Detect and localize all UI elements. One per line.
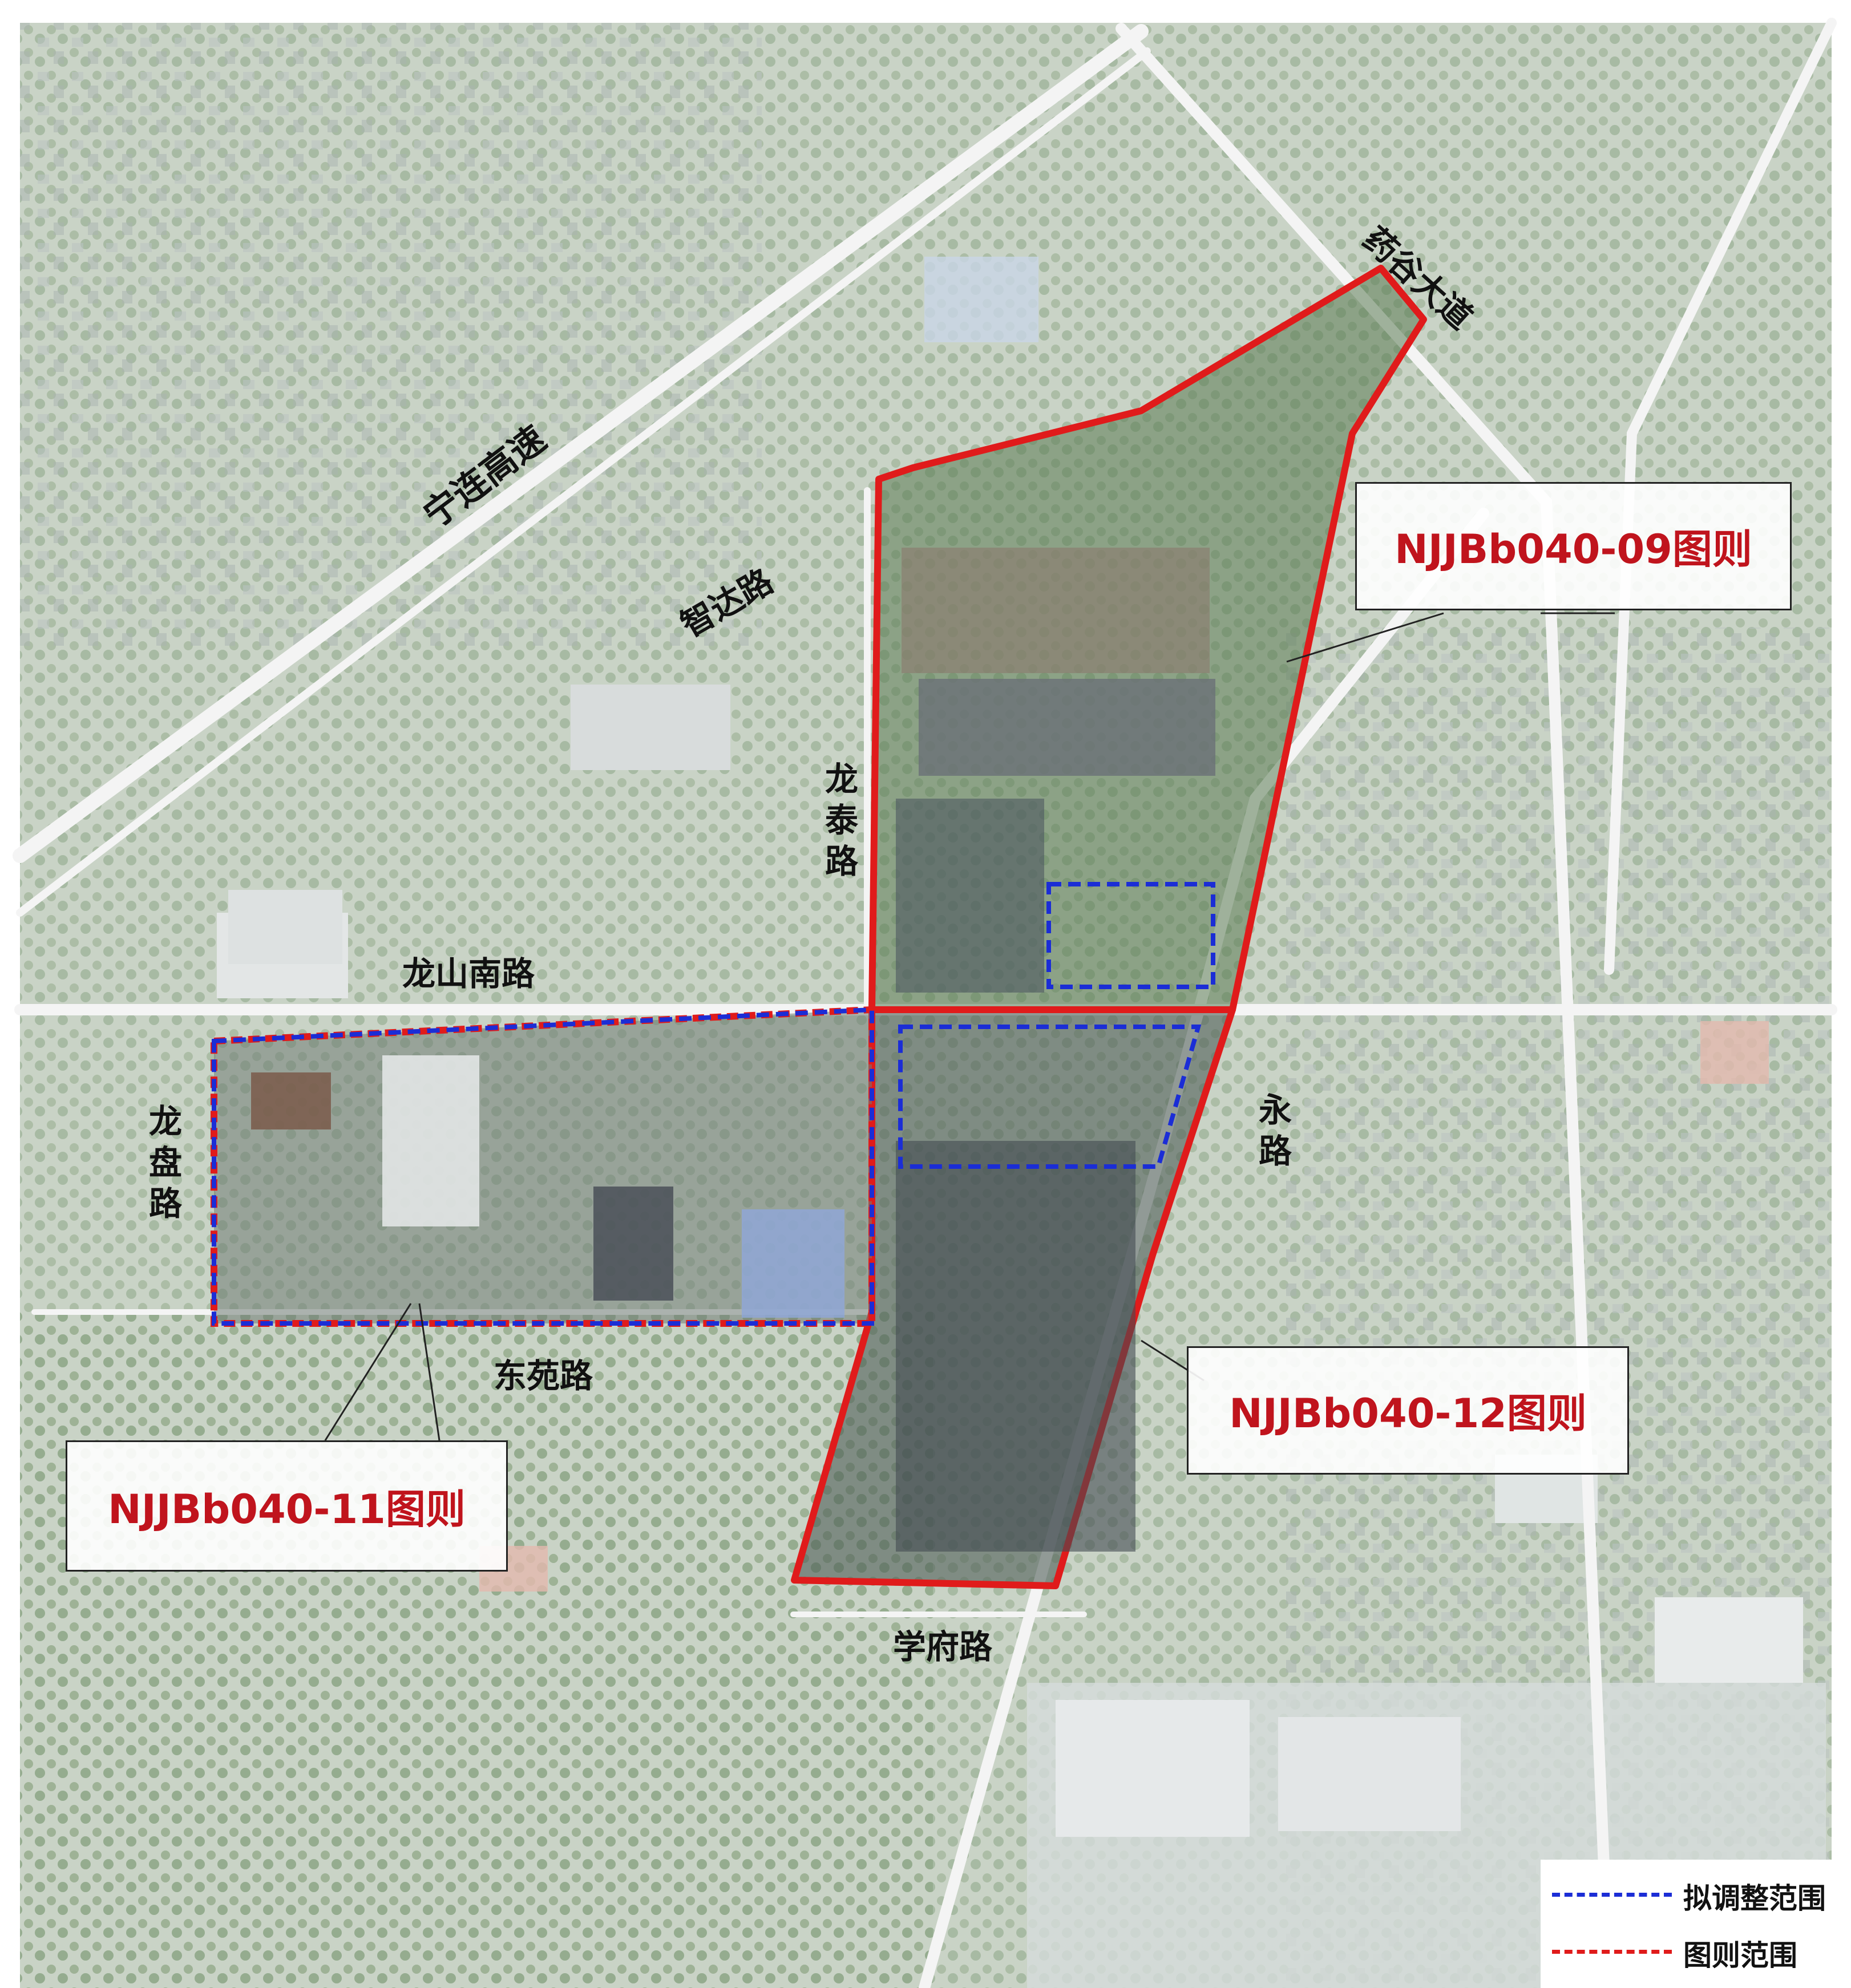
warehouse-block <box>1278 1717 1461 1831</box>
legend-label-plan: 图则范围 <box>1683 1939 1797 1972</box>
road-label-longshan-south: 龙山南路 <box>402 954 535 993</box>
legend-red-dashed-line <box>1552 1950 1672 1954</box>
ninglian-expressway <box>13 24 1149 863</box>
running-track <box>1700 1021 1769 1084</box>
warehouse-block <box>1655 1597 1803 1683</box>
east-road <box>1604 18 1837 975</box>
factory-block <box>228 890 342 964</box>
legend-label-adjust: 拟调整范围 <box>1683 1882 1826 1915</box>
brown-roof-building <box>251 1072 331 1129</box>
leader-11-a <box>324 1303 412 1441</box>
warehouse-block <box>1056 1700 1250 1837</box>
legend-blue-dashed-line <box>1552 1893 1672 1897</box>
adjust-range-central <box>898 1025 1202 1169</box>
urban-block-texture-nw <box>20 23 762 650</box>
callout-plan-09: NJJBb040-09图则 <box>1355 482 1792 610</box>
legend-row-plan: 图则范围 <box>1541 1928 1851 1974</box>
road-label-dongyuan: 东苑路 <box>494 1357 593 1395</box>
callout-plan-11-text: NJJBb040-11图则 <box>108 1485 466 1533</box>
road-label-xuefu: 学府路 <box>893 1627 993 1666</box>
factory-block <box>571 685 730 770</box>
legend-row-adjust: 拟调整范围 <box>1541 1871 1851 1917</box>
callout-plan-12-text: NJJBb040-12图则 <box>1229 1390 1587 1437</box>
industrial-yard <box>902 548 1210 673</box>
road-label-yong: 永路 <box>1258 1091 1292 1171</box>
callout-plan-11: NJJBb040-11图则 <box>66 1440 508 1572</box>
vegetation-texture-sw <box>20 1312 933 1988</box>
adjust-range-west <box>212 1007 874 1326</box>
road-label-longtai: 龙泰路 <box>825 760 858 881</box>
expressway-side-road <box>16 47 1151 917</box>
residential-blocks <box>896 1141 1135 1552</box>
road-label-longpan: 龙盘路 <box>148 1102 182 1223</box>
residential-blocks <box>896 799 1044 993</box>
solar-roof-building <box>742 1209 844 1318</box>
white-roof-building <box>382 1055 479 1226</box>
adjust-range-north <box>1046 882 1215 989</box>
leader-09 <box>1286 612 1444 663</box>
callout-plan-12: NJJBb040-12图则 <box>1187 1346 1629 1475</box>
factory-hall <box>919 679 1215 776</box>
map-legend: 拟调整范围 图则范围 <box>1541 1860 1851 1988</box>
blue-roof-building <box>924 257 1038 342</box>
dark-roof-building <box>593 1187 673 1301</box>
callout-plan-09-text: NJJBb040-09图则 <box>1395 526 1752 573</box>
leader-11-b <box>418 1303 440 1441</box>
